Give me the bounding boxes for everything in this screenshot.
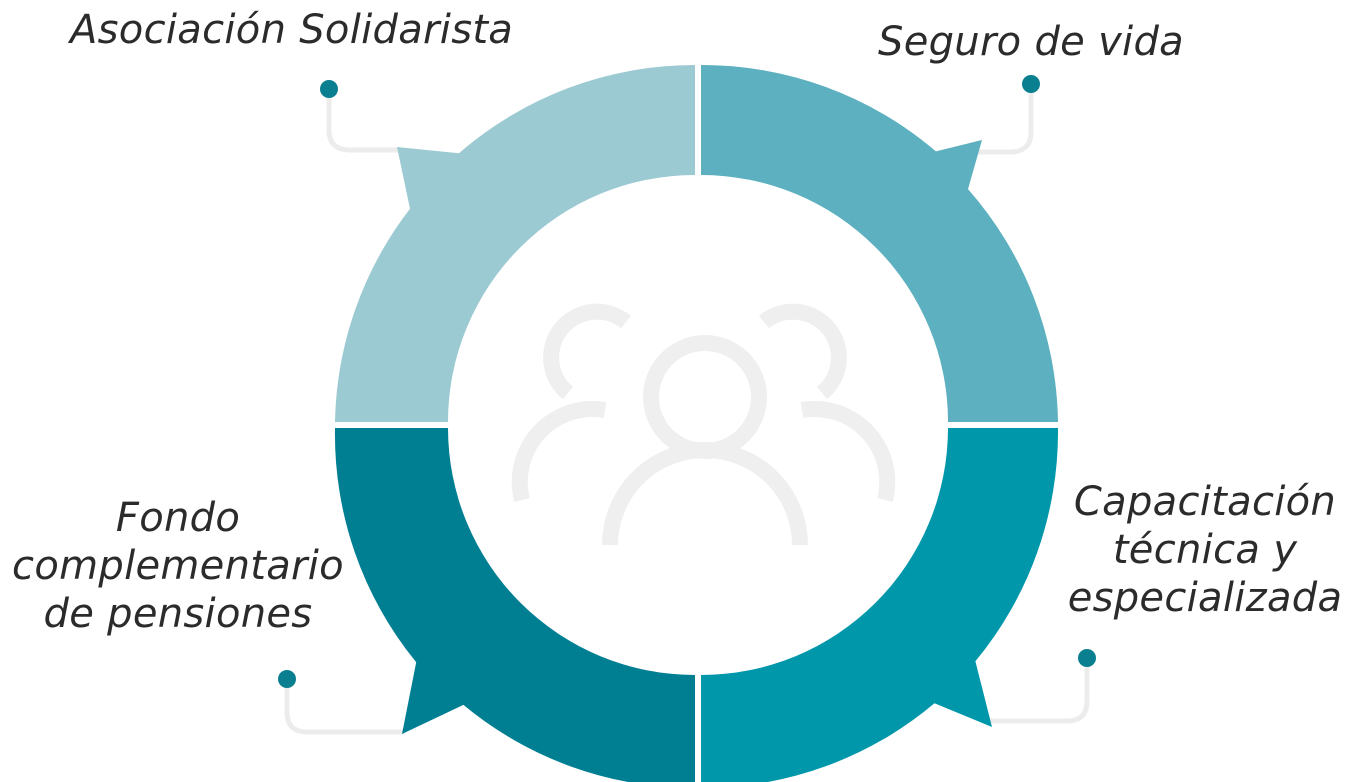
label-fondo-complementario: Fondo complementario de pensiones <box>12 495 344 637</box>
segment-bottom-right <box>701 428 1059 782</box>
users-group-icon <box>511 303 896 546</box>
label-asociacion-solidarista: Asociación Solidarista <box>70 7 514 53</box>
label-capacitacion: Capacitación técnica y especializada <box>1067 479 1343 621</box>
segment-top-left <box>335 65 695 422</box>
connector-dot-top-left <box>320 80 338 98</box>
connector-line-bottom-left <box>284 676 406 735</box>
connector-lines <box>284 81 1090 735</box>
connector-dots <box>278 75 1096 688</box>
ring <box>334 64 1059 782</box>
segment-top-right <box>701 64 1058 422</box>
connector-line-bottom-right <box>987 655 1090 724</box>
connector-line-top-right <box>975 81 1034 155</box>
connector-dot-top-right <box>1022 75 1040 93</box>
segment-bottom-left <box>334 428 695 782</box>
label-seguro-de-vida: Seguro de vida <box>878 19 1184 65</box>
connector-line-top-left <box>326 87 403 153</box>
connector-dot-bottom-right <box>1078 649 1096 667</box>
connector-dot-bottom-left <box>278 670 296 688</box>
